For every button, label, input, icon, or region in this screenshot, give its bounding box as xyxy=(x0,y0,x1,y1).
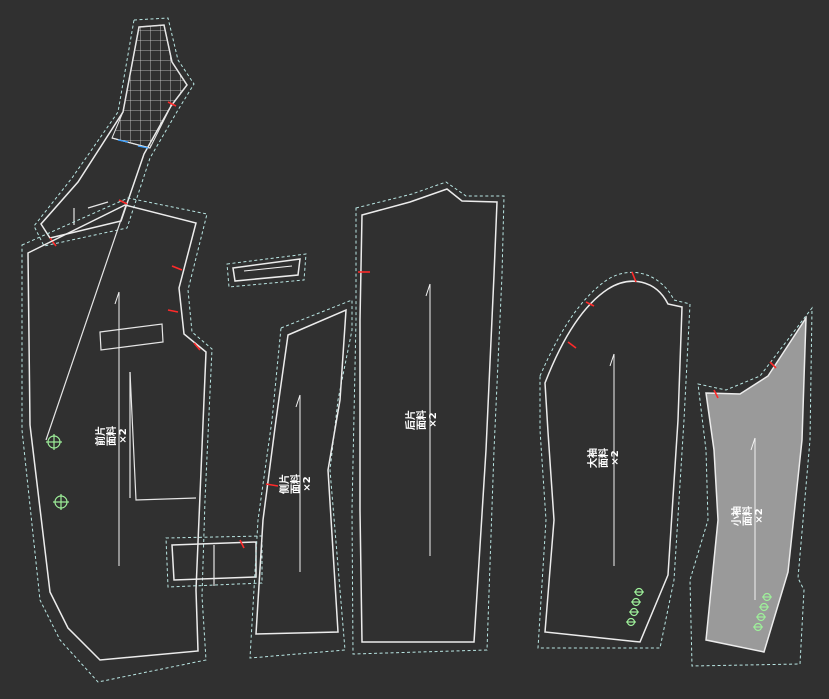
under-sleeve-count: ×2 xyxy=(754,508,765,523)
top-sleeve-piece[interactable]: 大袖 面料 ×2 xyxy=(537,271,691,649)
front-piece[interactable]: 前片 面料 ×2 xyxy=(21,197,213,683)
under-sleeve-piece[interactable]: 小袖 面料 ×2 xyxy=(689,306,813,667)
side-piece[interactable]: 侧片 面料 ×2 xyxy=(249,299,353,659)
back-piece[interactable]: 后片 面料 ×2 xyxy=(351,181,505,655)
side-piece-name: 侧片 xyxy=(278,474,291,494)
back-piece-name: 后片 xyxy=(404,410,417,430)
top-sleeve-fabric: 面料 xyxy=(597,448,610,468)
back-piece-fabric: 面料 xyxy=(415,410,428,430)
under-sleeve-name: 小袖 xyxy=(730,506,743,527)
front-piece-name: 前片 xyxy=(94,426,107,446)
top-sleeve-name: 大袖 xyxy=(586,448,599,468)
collar-piece[interactable] xyxy=(33,17,195,247)
side-piece-fabric: 面料 xyxy=(289,474,302,494)
side-piece-count: ×2 xyxy=(302,476,313,491)
button-marker-icon xyxy=(46,434,62,450)
back-piece-count: ×2 xyxy=(428,412,439,427)
top-sleeve-count: ×2 xyxy=(610,450,621,465)
welt-strip-piece[interactable] xyxy=(226,253,307,288)
front-piece-count: ×2 xyxy=(118,428,129,443)
under-sleeve-fabric: 面料 xyxy=(741,506,754,526)
button-marker-icon xyxy=(753,592,772,632)
button-marker-icon xyxy=(626,587,644,627)
pocket-flap-piece[interactable] xyxy=(165,535,263,588)
button-marker-icon xyxy=(53,494,69,510)
front-piece-fabric: 面料 xyxy=(105,426,118,446)
